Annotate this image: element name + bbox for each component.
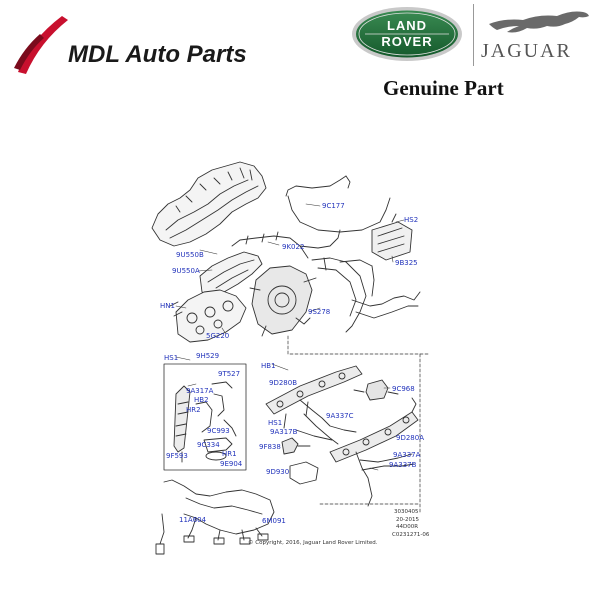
label-9C993: 9C993 — [207, 427, 230, 435]
label-HN1: HN1 — [160, 302, 175, 310]
label-9U550A: 9U550A — [172, 267, 200, 275]
label-9A337B: 9A337B — [389, 461, 417, 469]
label-9S278: 9S278 — [308, 308, 331, 316]
label-HB2: HB2 — [194, 396, 209, 404]
injector-clamp-parts — [195, 381, 237, 461]
fuel-feed-pipe — [231, 229, 341, 259]
injector-detail-box — [163, 363, 247, 471]
leader-lines — [175, 203, 405, 471]
land-rover-logo: LAND ROVER — [351, 6, 463, 62]
label-9C334: 9C334 — [197, 441, 220, 449]
injector-wiring-harness — [155, 479, 275, 555]
label-HB1: HB1 — [261, 362, 276, 370]
fuel-injector — [173, 385, 191, 463]
copyright-notice: © Copyright, 2016, Jaguar Land Rover Lim… — [248, 540, 378, 546]
label-9B325: 9B325 — [395, 259, 418, 267]
assembly-boundary — [287, 335, 431, 515]
land-rover-oval-icon — [352, 7, 462, 61]
heat-shield-upper — [151, 161, 267, 247]
jaguar-wordmark: JAGUAR — [481, 40, 572, 62]
label-HS1-upper: HS1 — [164, 354, 179, 362]
exhaust-manifold — [169, 289, 247, 343]
label-9D930: 9D930 — [266, 468, 290, 476]
high-pressure-fuel-pump — [249, 265, 317, 337]
land-rover-text-rover: ROVER — [381, 34, 433, 49]
ref-code-1: 3030405 — [394, 509, 419, 515]
rail-bracket — [289, 461, 319, 485]
fuel-rail-lower — [329, 397, 419, 463]
jaguar-leaper-icon — [489, 11, 589, 33]
land-rover-text-land: LAND — [386, 18, 428, 33]
label-HR2: HR2 — [186, 406, 201, 414]
fuel-rail-upper — [265, 365, 363, 429]
label-9A317B: 9A317B — [270, 428, 298, 436]
brand-name: MDL Auto Parts — [68, 41, 247, 68]
fuel-pipes-right — [311, 257, 421, 333]
label-9D280A: 9D280A — [396, 434, 424, 442]
label-11A604: 11A604 — [179, 516, 207, 524]
label-9H529: 9H529 — [196, 352, 220, 360]
label-9T527: 9T527 — [218, 370, 241, 378]
label-9C968: 9C968 — [392, 385, 415, 393]
ref-code-2: 20-2015 — [396, 517, 419, 523]
label-9C177: 9C177 — [322, 202, 345, 210]
label-9A317A: 9A317A — [186, 387, 214, 395]
fuel-pressure-sensor — [281, 437, 311, 455]
label-5G220: 5G220 — [206, 332, 230, 340]
heat-shield-lower — [199, 251, 263, 297]
genuine-part-label: Genuine Part — [383, 76, 504, 100]
label-9A337A: 9A337A — [393, 451, 421, 459]
label-HS1-lower: HS1 — [268, 419, 283, 427]
label-HS2: HS2 — [404, 216, 419, 224]
label-9U550B: 9U550B — [176, 251, 204, 259]
label-HR1: HR1 — [222, 450, 237, 458]
label-9E904: 9E904 — [220, 460, 243, 468]
fuel-return-pipe-upper — [285, 175, 391, 233]
mdl-swoosh-icon — [14, 16, 68, 74]
ref-code-3: 44D00R — [396, 524, 419, 530]
fuel-temp-sensor-bracket — [371, 213, 413, 261]
label-9F838: 9F838 — [259, 443, 281, 451]
logo-divider — [473, 4, 474, 66]
injector-pipes — [295, 399, 415, 507]
label-6M091: 6M091 — [262, 517, 286, 525]
pressure-control-valve — [353, 379, 399, 401]
ref-code-4: C0231271-06 — [392, 532, 430, 538]
label-9K022: 9K022 — [282, 243, 305, 251]
label-9F593: 9F593 — [166, 452, 188, 460]
label-9D280B: 9D280B — [269, 379, 298, 387]
label-9A337C: 9A337C — [326, 412, 354, 420]
brand-logo[interactable]: MDL Auto Parts — [10, 10, 270, 80]
